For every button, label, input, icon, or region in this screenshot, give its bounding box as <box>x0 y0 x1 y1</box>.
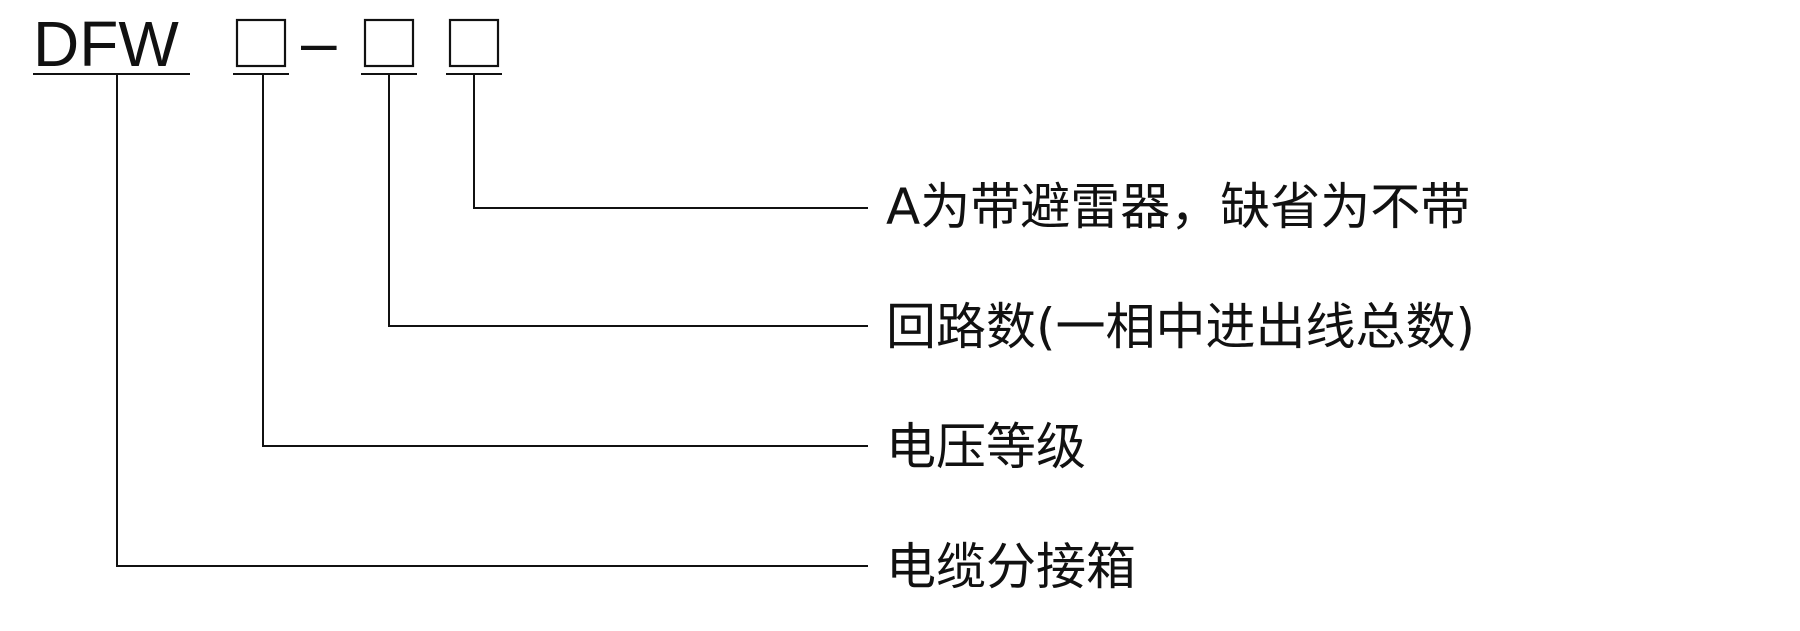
voltage-label: 电压等级 <box>886 418 1086 476</box>
model-prefix: DFW <box>33 8 179 80</box>
leader-lines <box>116 74 868 567</box>
voltage-placeholder-box <box>235 18 287 68</box>
model-code: DFW – <box>33 6 502 80</box>
arrester-placeholder-box <box>448 18 500 68</box>
circuits-leader-line <box>388 74 868 327</box>
arrester-leader-line <box>473 74 868 209</box>
circuits-placeholder-box <box>363 18 415 68</box>
circuits-label: 回路数(一相中进出线总数) <box>886 298 1475 356</box>
voltage-leader-line <box>262 74 868 447</box>
product-label: 电缆分接箱 <box>886 538 1136 596</box>
field-labels: A为带避雷器，缺省为不带 回路数(一相中进出线总数) 电压等级 电缆分接箱 <box>886 178 1475 596</box>
product-leader-line <box>116 74 868 567</box>
code-separator: – <box>301 6 337 78</box>
arrester-label: A为带避雷器，缺省为不带 <box>886 178 1470 236</box>
